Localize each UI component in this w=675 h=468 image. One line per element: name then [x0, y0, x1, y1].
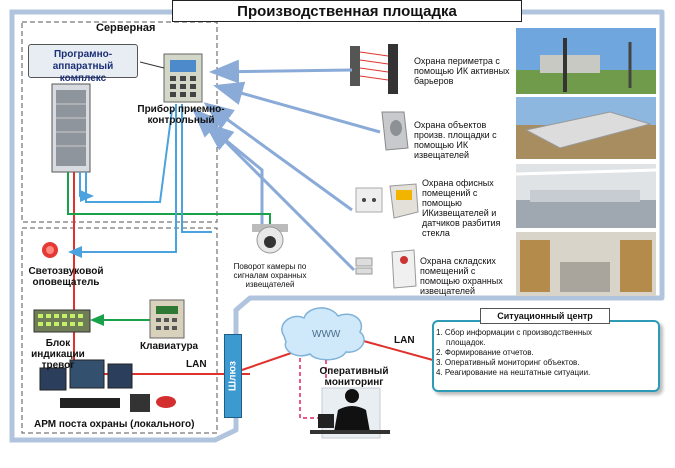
alarm-indicator-label: Блок индикации тревог	[31, 338, 85, 371]
camera-label: Поворот камеры по сигналам охранных изве…	[233, 262, 307, 289]
zone-warehouse-label: Охрана складских помещений с помощью охр…	[420, 256, 503, 296]
gateway-box: Шлюз	[224, 334, 242, 418]
monitoring-link	[299, 358, 320, 419]
keypad-label: Клавиатура	[140, 341, 199, 352]
control-panel-icon	[163, 53, 203, 103]
siren-icon	[42, 242, 58, 258]
alarm-indicator-panel-icon	[33, 309, 91, 333]
arrow-perimeter	[209, 59, 353, 84]
wire-blue-panel	[85, 109, 173, 203]
workstation-label: АРМ поста охраны (локального)	[34, 419, 195, 430]
gateway-label: Шлюз	[227, 361, 239, 391]
wire-blue-sub	[79, 172, 94, 202]
control-panel-label: Прибор приемно-контрольный	[137, 104, 225, 126]
situation-center-item: 2. Формирование отчетов.	[436, 348, 534, 357]
cloud-icon	[281, 307, 365, 361]
photo-office	[515, 164, 657, 228]
situation-center-item: 4. Реагирование на нештатные ситуации.	[436, 368, 591, 377]
keypad-icon	[149, 299, 185, 339]
glass-break-sensor-icon	[355, 183, 419, 219]
link-complex-panel	[139, 61, 165, 69]
arrow-production	[213, 81, 381, 134]
wire-green	[67, 172, 271, 236]
facility-frame	[28, 9, 665, 443]
cloud-label: WWW	[312, 329, 341, 340]
ir-barrier-icon	[350, 44, 398, 94]
situation-center-item: площадок.	[446, 338, 486, 347]
arrow-camera	[203, 122, 264, 236]
photo-perimeter	[516, 28, 656, 94]
situation-center-title: Ситуационный центр	[480, 308, 610, 324]
center-lan-label: LAN	[394, 335, 415, 346]
page-title: Производственная площадка	[172, 0, 522, 22]
local-lan-label: LAN	[186, 359, 207, 370]
photo-warehouse	[516, 232, 656, 296]
server-room-title: Серверная	[96, 22, 156, 34]
wire-blue-siren	[68, 104, 177, 258]
arrow-office	[203, 102, 353, 212]
zone-production-label: Охрана объектов произв. площадки с помощ…	[414, 120, 497, 160]
photo-production-area	[516, 97, 656, 159]
ptz-camera-icon	[252, 224, 288, 254]
situation-center-item: 1. Сбор информации с производственных	[436, 328, 592, 337]
operator-icon	[310, 387, 390, 439]
monitoring-label: Оперативный мониторинг	[319, 366, 389, 388]
zone-perimeter-label: Охрана периметра с помощью ИК активных б…	[414, 56, 510, 86]
workstation-icon	[39, 359, 176, 412]
situation-center-list: 1. Сбор информации с производственных пл…	[436, 328, 592, 378]
lan-link-cloud-center	[359, 339, 441, 363]
local-post-zone	[21, 227, 218, 434]
server-room-zone	[21, 21, 218, 223]
hardware-software-complex-label: Програмно-аппаратный комплекс	[28, 44, 138, 84]
situation-center-item: 3. Оперативный мониторинг объектов.	[436, 358, 580, 367]
ir-detector-icon	[381, 111, 409, 151]
facility-frame-left	[9, 9, 172, 443]
siren-label: Светозвуковой оповещатель	[28, 266, 104, 288]
server-rack-icon	[51, 83, 91, 173]
magnetic-contact-icon	[355, 249, 417, 289]
wire-blue-local	[181, 104, 212, 233]
zone-office-label: Охрана офисных помещений с помощью ИКизв…	[422, 178, 501, 238]
